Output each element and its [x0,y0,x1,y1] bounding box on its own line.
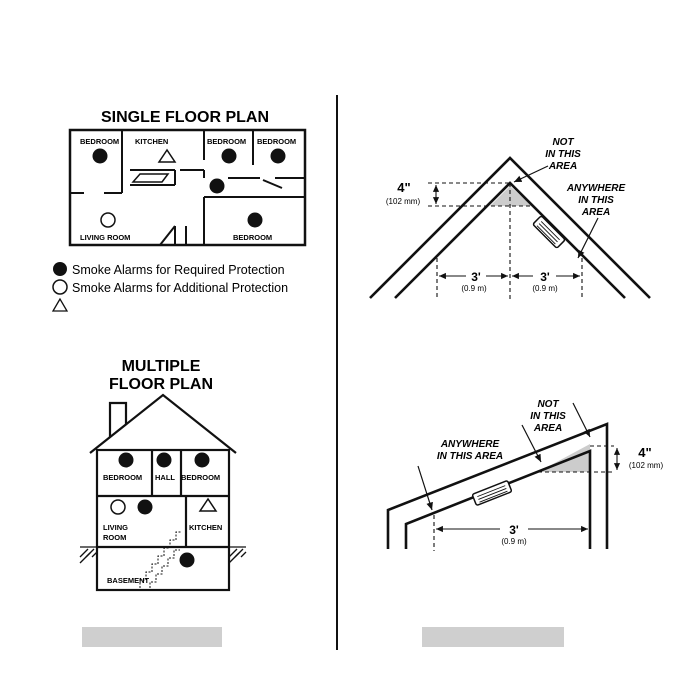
legend-required-icon [53,262,67,276]
dimension-3ft-left-label: 3' [471,270,481,284]
dimension-3ft-right-m-label: (0.9 m) [532,284,558,293]
room-label-basement: BASEMENT [107,576,150,585]
caption-bar-right [422,627,564,647]
smoke-alarm-device-icon [532,215,566,249]
label-not-in-area: IN THIS [545,149,581,160]
room-label-living-line1: LIVING [103,523,128,532]
label-anywhere-in-area: AREA [581,207,610,218]
multi-plan-title-line2: FLOOR PLAN [109,376,213,393]
room-label-bedroom-right: BEDROOM [181,473,220,482]
pointer-arrow-anywhere [577,217,599,259]
legend-heat-icon [51,297,69,312]
dimension-4in-label: 4" [397,180,410,195]
heat-alarm-icon [157,148,177,163]
room-label-hall: HALL [155,473,175,482]
required-alarm-icon [270,148,286,164]
label-not-in-area: AREA [548,161,577,172]
room-label-bedroom-mid: BEDROOM [207,137,246,146]
room-label-kitchen: KITCHEN [135,137,168,146]
required-alarm-icon [209,178,225,194]
room-label-bedroom-left: BEDROOM [103,473,142,482]
pointer-arrow-anywhere [417,465,433,511]
room-label-bedroom-left: BEDROOM [80,137,119,146]
label-not-in-area: NOT [552,137,574,148]
pointer-arrow-not [513,165,549,183]
required-alarm-icon [137,499,153,515]
legend-additional-icon [52,279,68,295]
label-anywhere-in-area: IN THIS AREA [437,451,503,462]
room-label-bedroom-bottom: BEDROOM [233,233,272,242]
required-alarm-icon [247,212,263,228]
sloped-ceiling-diagram: NOT IN THIS AREA ANYWHERE IN THIS AREA 4… [386,399,664,551]
dimension-4in-mm-label: (102 mm) [386,197,421,206]
dimension-3ft-m-label: (0.9 m) [501,537,527,546]
required-alarm-icon [156,452,172,468]
legend: Smoke Alarms for Required Protection Smo… [51,262,288,312]
label-anywhere-in-area: ANYWHERE [440,439,500,450]
heat-alarm-icon [198,497,218,512]
smoke-alarm-device-icon [471,480,513,506]
label-anywhere-in-area: IN THIS [578,195,614,206]
required-alarm-icon [118,452,134,468]
required-alarm-icon [221,148,237,164]
column-divider [336,95,338,650]
legend-required-text: Smoke Alarms for Required Protection [72,263,285,277]
sloped-dimension-lines [433,445,614,551]
single-plan-walls [70,130,305,246]
room-label-living-line2: ROOM [103,533,126,542]
ground-hatching [79,546,247,564]
required-alarm-icon [194,452,210,468]
peaked-ceiling-diagram: NOT IN THIS AREA ANYWHERE IN THIS AREA 4… [369,137,651,300]
legend-additional-text: Smoke Alarms for Additional Protection [72,281,288,295]
staircase [139,531,182,588]
required-alarm-icon [179,552,195,568]
required-alarm-icon [92,148,108,164]
caption-bar-left [82,627,222,647]
multi-plan-title-line1: MULTIPLE [122,358,201,375]
additional-alarm-icon [110,499,126,515]
label-not-in-area: AREA [533,423,562,434]
room-label-living-room: LIVING ROOM [80,233,130,242]
peaked-dimension-lines [428,182,583,300]
no-placement-zone [490,186,532,206]
single-plan-outline [68,128,307,247]
pointer-arrow-anywhere [521,424,542,463]
additional-alarm-icon [100,212,116,228]
room-label-kitchen: KITCHEN [189,523,222,532]
dimension-4in-label: 4" [638,445,651,460]
pointer-arrow-not [572,402,591,438]
single-floor-plan: SINGLE FLOOR PLAN BEDROOM [68,109,307,247]
room-label-bedroom-right: BEDROOM [257,137,296,146]
label-not-in-area: IN THIS [530,411,566,422]
no-placement-zone [538,444,590,472]
dimension-3ft-left-m-label: (0.9 m) [461,284,487,293]
multiple-floor-plan: MULTIPLE FLOOR PLAN BEDROOM HALL BEDROOM [79,358,247,592]
label-anywhere-in-area: ANYWHERE [566,183,626,194]
dimension-3ft-right-label: 3' [540,270,550,284]
label-not-in-area: NOT [537,399,559,410]
dimension-3ft-label: 3' [509,523,519,537]
house-outline [89,393,237,592]
kitchen-counter [131,173,170,183]
dimension-4in-mm-label: (102 mm) [629,461,664,470]
single-plan-title: SINGLE FLOOR PLAN [101,109,269,126]
